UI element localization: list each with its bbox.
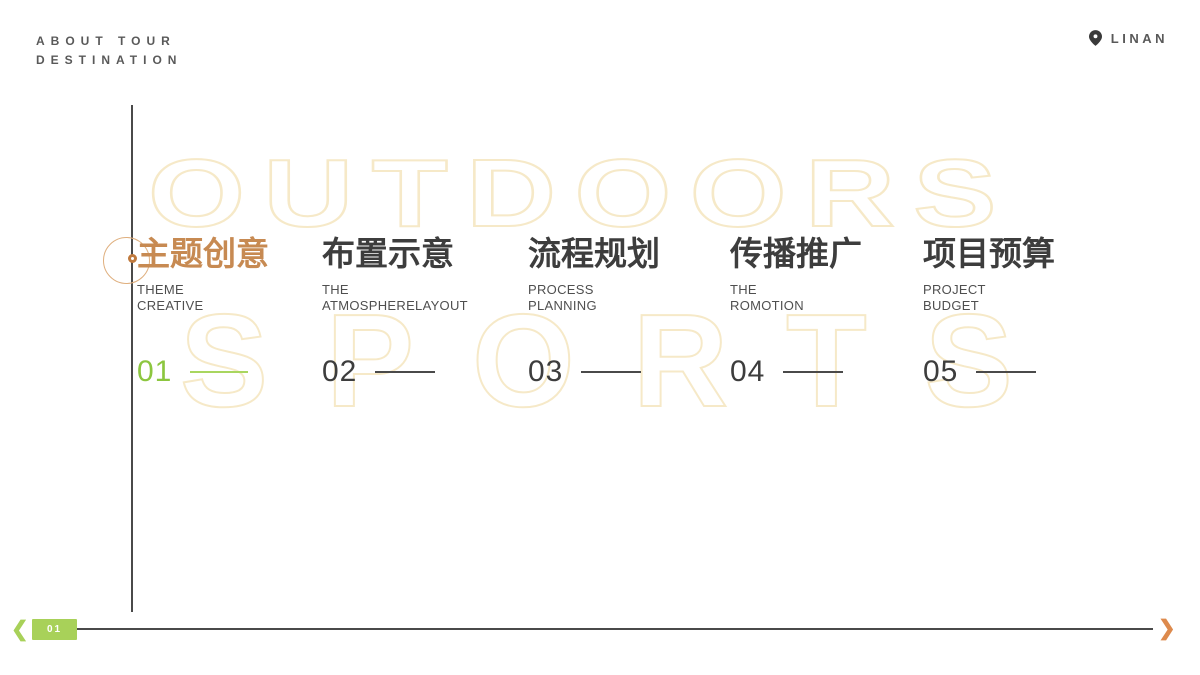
agenda-item-process-planning[interactable]: 流程规划 PROCESS PLANNING 03 <box>528 234 718 388</box>
agenda-number-rule <box>190 370 249 373</box>
agenda-subtitle-line-2: ROMOTION <box>730 297 804 313</box>
agenda-number-rule <box>783 370 844 373</box>
agenda-subtitle-line-1: PROJECT <box>923 281 986 297</box>
agenda-subtitle-line-2: CREATIVE <box>137 297 204 313</box>
agenda-number: 05 <box>923 354 959 388</box>
agenda-number-row: 02 <box>322 354 512 388</box>
agenda-subtitle-line-1: PROCESS <box>528 281 594 297</box>
circle-decoration <box>103 237 150 284</box>
agenda-item-project-budget[interactable]: 项目预算 PROJECT BUDGET 05 <box>923 234 1113 388</box>
agenda-subtitle-line-2: PLANNING <box>528 297 597 313</box>
slide-eyebrow: ABOUT TOUR DESTINATION <box>36 32 182 70</box>
agenda-title: 主题创意 <box>137 235 269 272</box>
circle-dot <box>128 254 137 263</box>
agenda-number-row: 01 <box>137 354 327 388</box>
agenda-title: 传播推广 <box>730 235 862 272</box>
map-pin-icon <box>1088 30 1102 46</box>
agenda-title: 流程规划 <box>528 235 660 272</box>
agenda-number-row: 04 <box>730 354 920 388</box>
next-arrow[interactable]: ❯ <box>1158 617 1176 640</box>
agenda-number: 03 <box>528 354 564 388</box>
agenda-subtitle: THE ROMOTION <box>730 282 920 314</box>
agenda-number-rule <box>375 370 436 373</box>
agenda-subtitle-line-2: BUDGET <box>923 297 979 313</box>
footer-divider <box>77 628 1153 630</box>
agenda-number: 02 <box>322 354 358 388</box>
agenda-subtitle-line-2: ATMOSPHERELAYOUT <box>322 297 468 313</box>
agenda-number-row: 03 <box>528 354 718 388</box>
agenda-item-atmosphere-layout[interactable]: 布置示意 THE ATMOSPHERELAYOUT 02 <box>322 234 512 388</box>
location-text: LINAN <box>1110 31 1168 46</box>
agenda-number-rule <box>581 370 642 373</box>
agenda-subtitle-line-1: THEME <box>137 281 184 297</box>
agenda-subtitle: THEME CREATIVE <box>137 282 327 314</box>
agenda-subtitle-line-1: THE <box>322 281 349 297</box>
agenda-subtitle-line-1: THE <box>730 281 757 297</box>
agenda-number-rule <box>976 370 1037 373</box>
eyebrow-line-2: DESTINATION <box>36 53 183 67</box>
agenda-title: 项目预算 <box>923 235 1055 272</box>
page-badge: 01 <box>32 619 77 640</box>
agenda-subtitle: PROJECT BUDGET <box>923 282 1113 314</box>
agenda-number-row: 05 <box>923 354 1113 388</box>
background-word-outdoors: OUTDOORS <box>147 140 1015 247</box>
agenda-subtitle: THE ATMOSPHERELAYOUT <box>322 282 512 314</box>
agenda-subtitle: PROCESS PLANNING <box>528 282 718 314</box>
agenda-title: 布置示意 <box>322 235 454 272</box>
agenda-item-theme-creative[interactable]: 主题创意 THEME CREATIVE 01 <box>137 234 327 388</box>
eyebrow-line-1: ABOUT TOUR <box>36 34 176 48</box>
prev-arrow[interactable]: ❮ <box>11 618 29 641</box>
agenda-number: 01 <box>137 354 173 388</box>
agenda-item-promotion[interactable]: 传播推广 THE ROMOTION 04 <box>730 234 920 388</box>
vertical-divider <box>131 105 133 612</box>
agenda-number: 04 <box>730 354 766 388</box>
location-label: LINAN <box>1088 30 1168 47</box>
